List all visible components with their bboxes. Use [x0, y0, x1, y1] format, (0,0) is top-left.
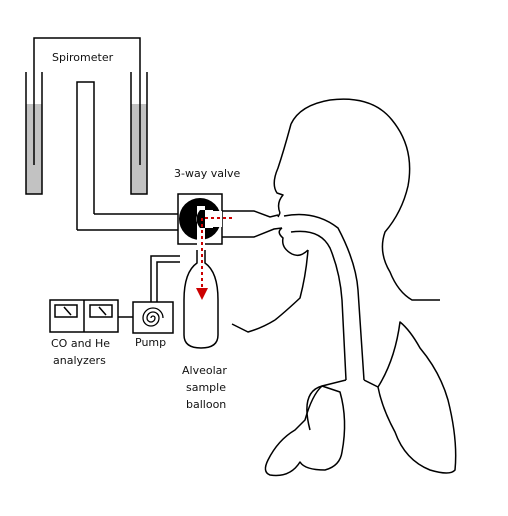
spirometer-bell	[33, 37, 141, 165]
spirometer-label: Spirometer	[52, 51, 114, 64]
spirometer-fluid-right	[131, 104, 147, 194]
analyzers-label-line2: analyzers	[53, 354, 106, 367]
analyzer-gauge-right	[89, 304, 113, 318]
valve-outlet-right	[208, 211, 222, 227]
airway-outer	[283, 213, 365, 381]
pump-spiral-icon	[142, 307, 164, 327]
analyzers-label-line1: CO and He	[51, 337, 110, 350]
torso-left	[231, 319, 276, 333]
valve-rotor	[179, 198, 221, 240]
analyzer-gauge-left	[54, 304, 78, 318]
face-front	[273, 123, 292, 214]
spirometer	[25, 37, 148, 230]
head-profile	[290, 98, 440, 301]
sample-flow-arrow	[196, 217, 232, 300]
mouthpiece	[222, 210, 283, 238]
left-lung	[264, 385, 346, 477]
pump-label: Pump	[135, 336, 166, 349]
spirometer-tubing	[77, 213, 180, 231]
valve-label: 3-way valve	[174, 167, 241, 180]
pump-tubing	[150, 255, 180, 305]
spirometer-tank	[25, 72, 148, 195]
right-lung	[377, 321, 457, 474]
alveolar-sample-balloon	[183, 250, 219, 349]
three-way-valve	[177, 193, 223, 250]
balloon-label-line2: sample	[186, 381, 226, 394]
chin-neck-front	[274, 249, 309, 321]
spirometer-inner-tube	[76, 81, 95, 230]
lips	[277, 212, 309, 257]
airway-inner	[290, 230, 347, 381]
pump	[132, 301, 174, 334]
balloon-label-line1: Alveolar	[182, 364, 227, 377]
balloon-label-line3: balloon	[186, 398, 226, 411]
human-outline	[231, 98, 457, 477]
co-he-analyzers	[49, 299, 133, 333]
